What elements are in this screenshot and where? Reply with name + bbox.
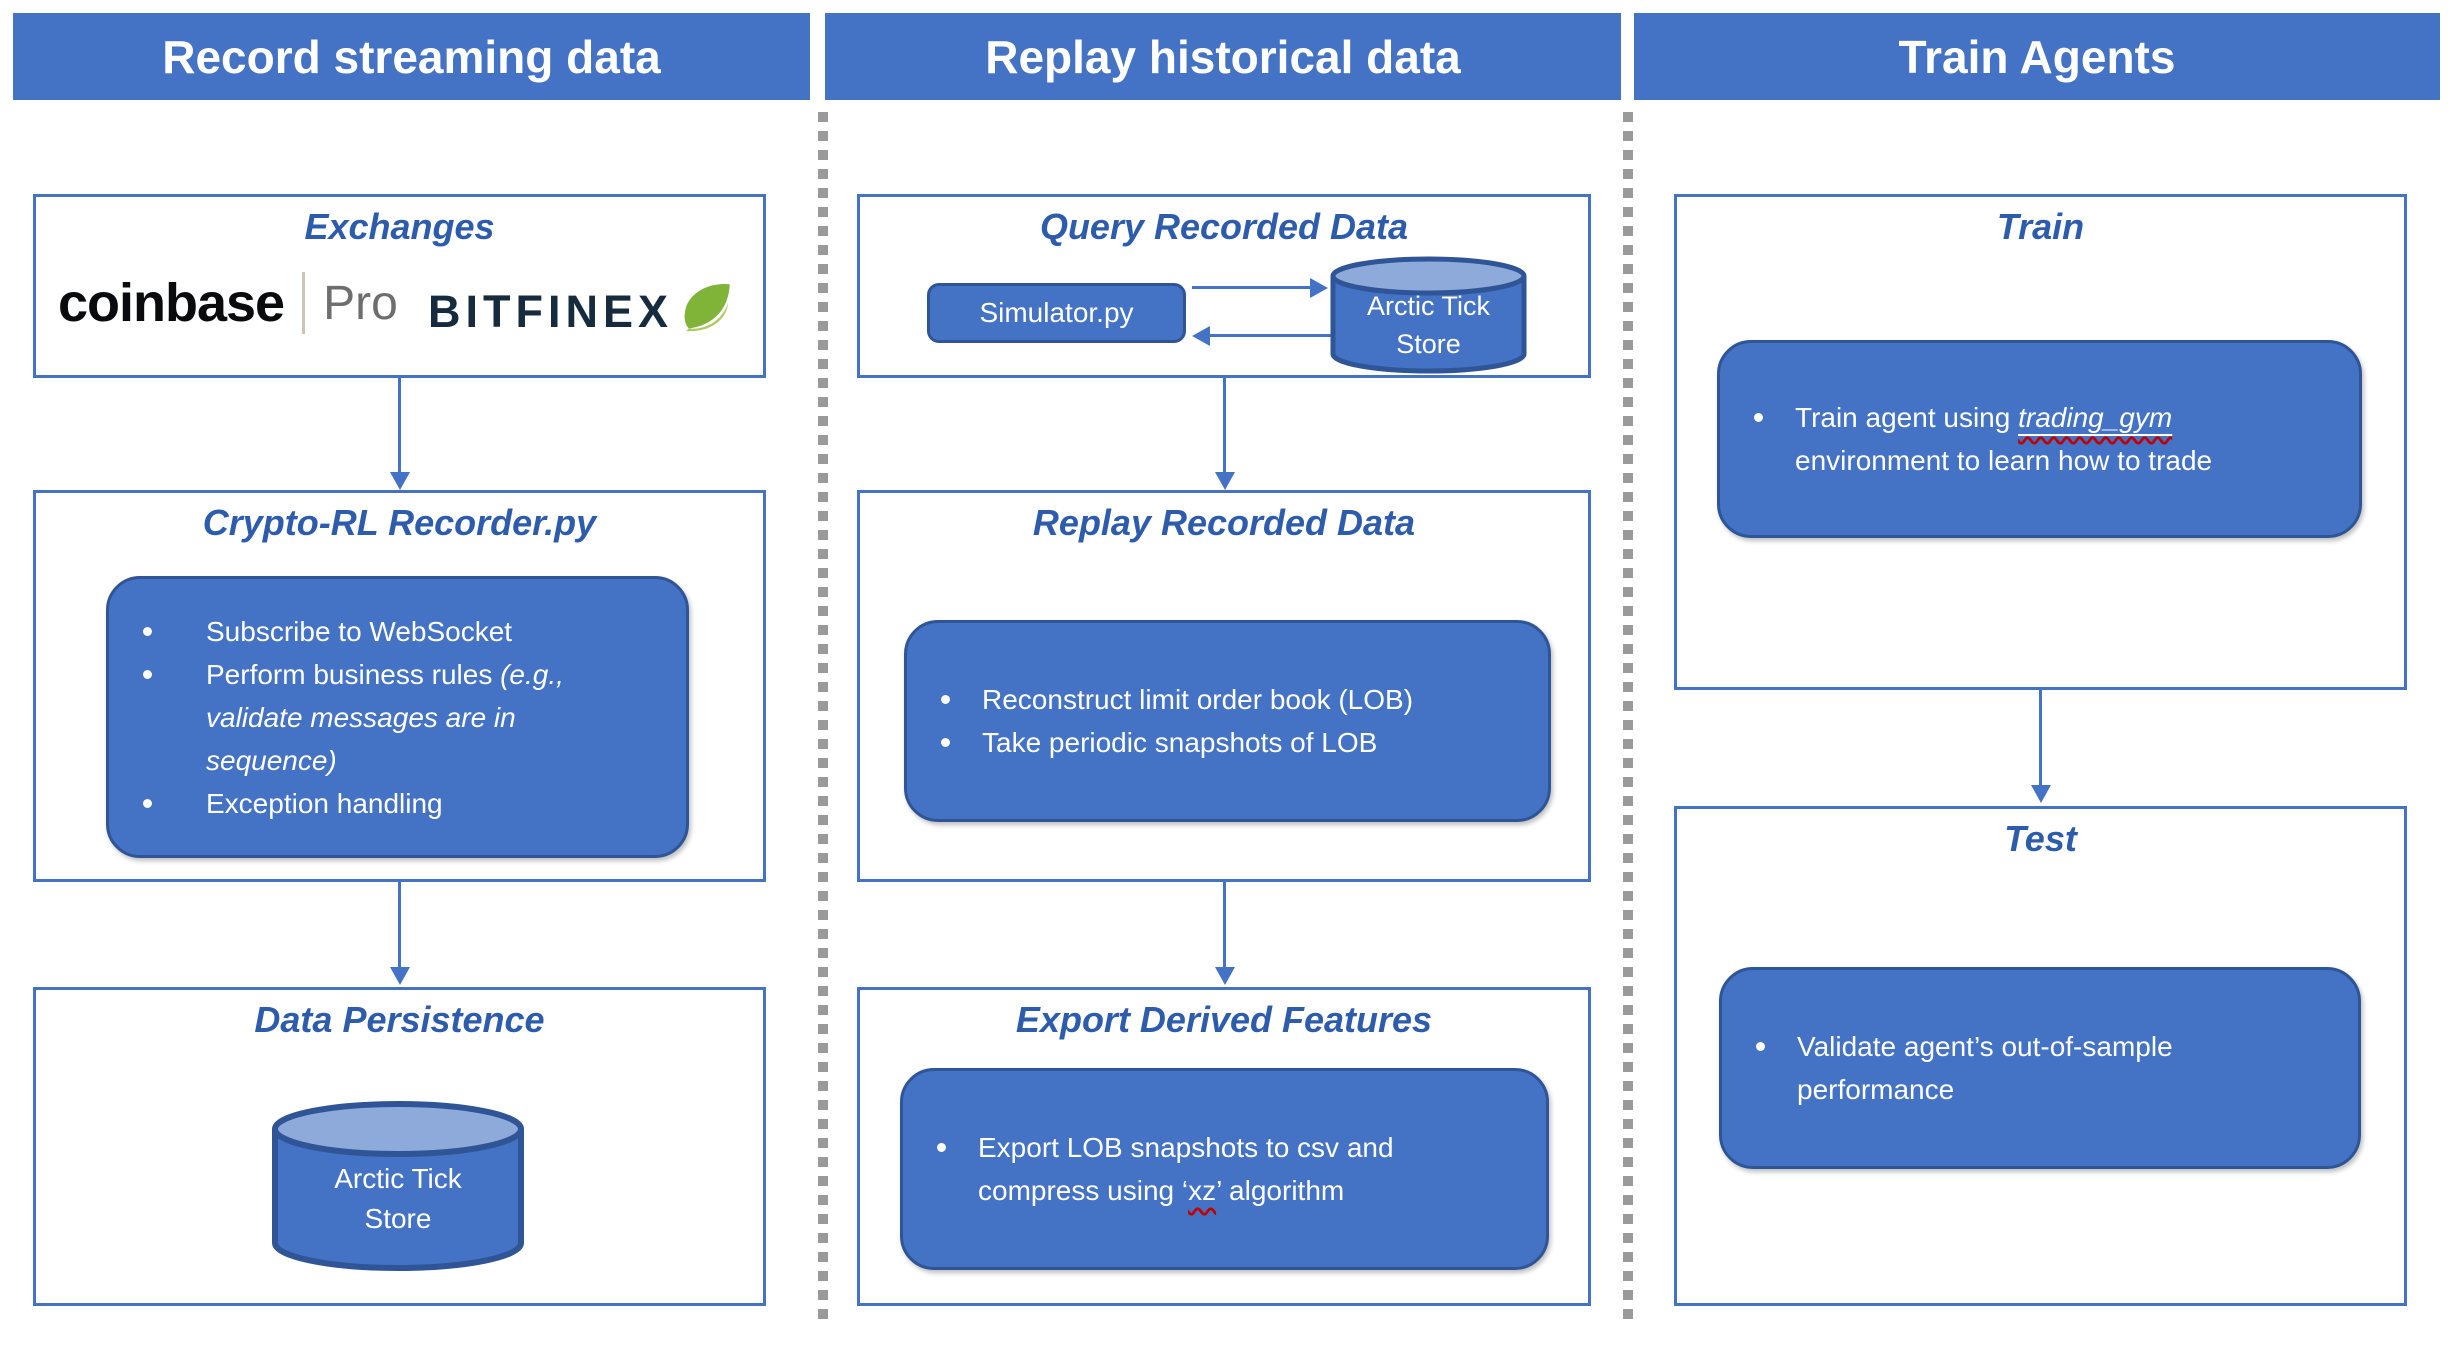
bullet-dot <box>941 695 950 704</box>
arrow-exchanges-to-recorder <box>390 378 410 490</box>
cylinder-label: Arctic Tick Store <box>334 1163 462 1234</box>
bitfinex-wordmark: BITFINEX <box>428 286 674 337</box>
column-header-replay-historical: Replay historical data <box>825 13 1621 100</box>
column-separator-right <box>1623 112 1633 1324</box>
coinbase-pro-label: Pro <box>323 276 398 330</box>
train-tasks-panel: Train agent using trading_gym environmen… <box>1717 340 2362 538</box>
bullet-text: Train agent using trading_gym environmen… <box>1795 402 2213 476</box>
query-recorded-data-title: Query Recorded Data <box>1039 206 1409 247</box>
bullet-text: Exception handling <box>206 787 443 819</box>
arrow-simulator-to-store <box>1192 278 1328 298</box>
arrow-train-to-test <box>2031 687 2051 803</box>
leaf-icon <box>684 283 730 332</box>
train-title: Train <box>1996 206 2085 247</box>
bullet-item: Reconstruct limit order book (LOB) <box>941 678 1548 721</box>
cylinder-label: Arctic Tick Store <box>1366 291 1490 359</box>
bullet-dot <box>1756 1042 1765 1051</box>
arctic-tick-store-cylinder-small: Arctic Tick Store <box>1330 255 1527 375</box>
data-persistence-title: Data Persistence <box>254 999 545 1040</box>
bullet-dot <box>941 738 950 747</box>
bullet-item: Perform business rules (e.g., validate m… <box>143 653 686 782</box>
arrow-query-to-replay <box>1215 378 1235 490</box>
bullet-text: Validate agent’s out-of-sample performan… <box>1797 1031 2173 1105</box>
bullet-dot <box>1754 413 1763 422</box>
bullet-dot <box>143 669 152 679</box>
test-tasks-panel: Validate agent’s out-of-sample performan… <box>1719 967 2361 1169</box>
bullet-item: Subscribe to WebSocket <box>143 610 686 653</box>
database-cylinder-icon <box>272 1101 524 1271</box>
exchanges-title: Exchanges <box>304 206 495 247</box>
bullet-item: Train agent using trading_gym environmen… <box>1754 396 2359 482</box>
bullet-dot <box>143 626 152 636</box>
arrow-recorder-to-persistence <box>390 879 410 985</box>
simulator-chip: Simulator.py <box>927 283 1186 343</box>
bullet-dot <box>143 798 152 808</box>
bullet-text: Export LOB snapshots to csv and compress… <box>978 1132 1394 1206</box>
bullet-text: Perform business rules (e.g., validate m… <box>206 658 564 776</box>
bullet-item: Take periodic snapshots of LOB <box>941 721 1548 764</box>
bullet-text: Reconstruct limit order book (LOB) <box>982 684 1414 715</box>
arctic-tick-store-cylinder: Arctic Tick Store <box>271 1100 525 1272</box>
test-title: Test <box>2004 818 2077 859</box>
bullet-text: Take periodic snapshots of LOB <box>982 727 1378 758</box>
bullet-item: Exception handling <box>143 782 686 825</box>
database-cylinder-icon <box>1330 256 1527 374</box>
column-header-train-agents: Train Agents <box>1634 13 2440 100</box>
coinbase-wordmark: coinbase <box>58 273 285 333</box>
simulator-label: Simulator.py <box>979 297 1134 328</box>
export-tasks-panel: Export LOB snapshots to csv and compress… <box>900 1068 1549 1270</box>
export-derived-features-title: Export Derived Features <box>1015 999 1433 1040</box>
bullet-text: Subscribe to WebSocket <box>206 615 513 647</box>
coinbase-pro-divider <box>302 272 306 334</box>
coinbase-pro-logo: coinbase Pro <box>58 272 398 334</box>
recorder-title: Crypto-RL Recorder.py <box>202 502 597 543</box>
bullet-item: Validate agent’s out-of-sample performan… <box>1756 1025 2358 1111</box>
replay-recorded-data-title: Replay Recorded Data <box>1032 502 1416 543</box>
column-separator-left <box>818 112 828 1324</box>
replay-tasks-panel: Reconstruct limit order book (LOB) Take … <box>904 620 1551 822</box>
recorder-tasks-panel: Subscribe to WebSocket Perform business … <box>106 576 689 858</box>
column-header-record-streaming: Record streaming data <box>13 13 810 100</box>
bullet-item: Export LOB snapshots to csv and compress… <box>937 1126 1546 1212</box>
exchanges-box: Exchanges <box>33 194 766 378</box>
arrow-replay-to-export <box>1215 879 1235 985</box>
bullet-dot <box>937 1143 946 1152</box>
bitfinex-logo: BITFINEX <box>428 283 733 338</box>
arrow-store-to-simulator <box>1192 326 1333 346</box>
